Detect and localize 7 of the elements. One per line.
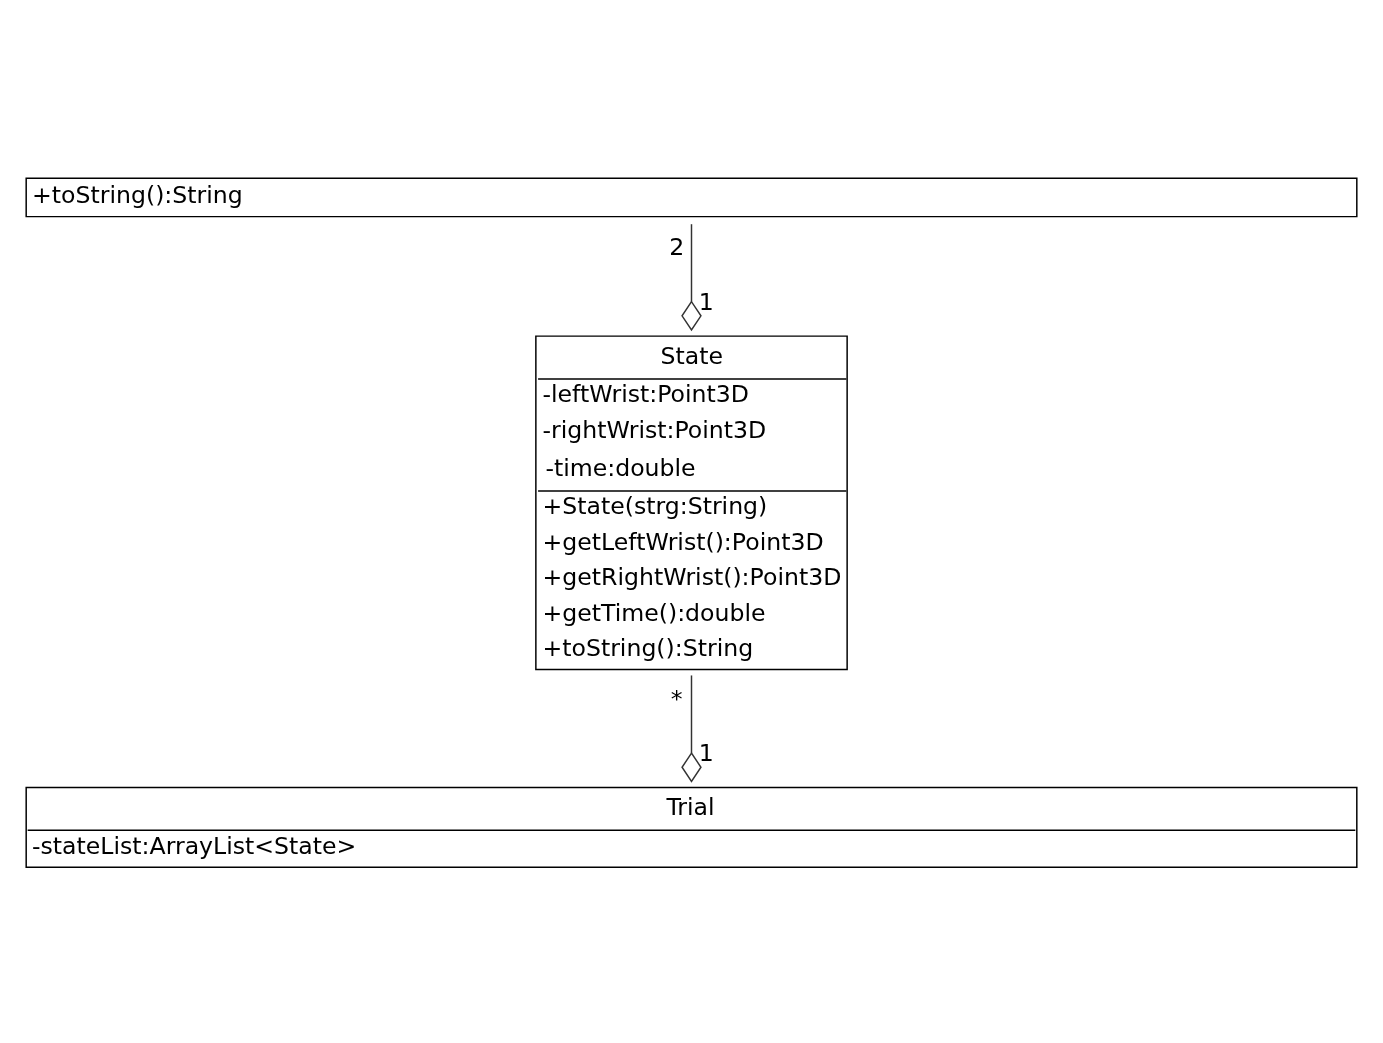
label: 1 bbox=[698, 287, 714, 316]
label: 1 bbox=[698, 738, 714, 767]
connector bbox=[681, 222, 702, 331]
label: * bbox=[670, 684, 683, 713]
connector bbox=[681, 674, 702, 783]
label: 2 bbox=[669, 232, 685, 261]
node-box: +toString():String bbox=[25, 177, 1358, 217]
